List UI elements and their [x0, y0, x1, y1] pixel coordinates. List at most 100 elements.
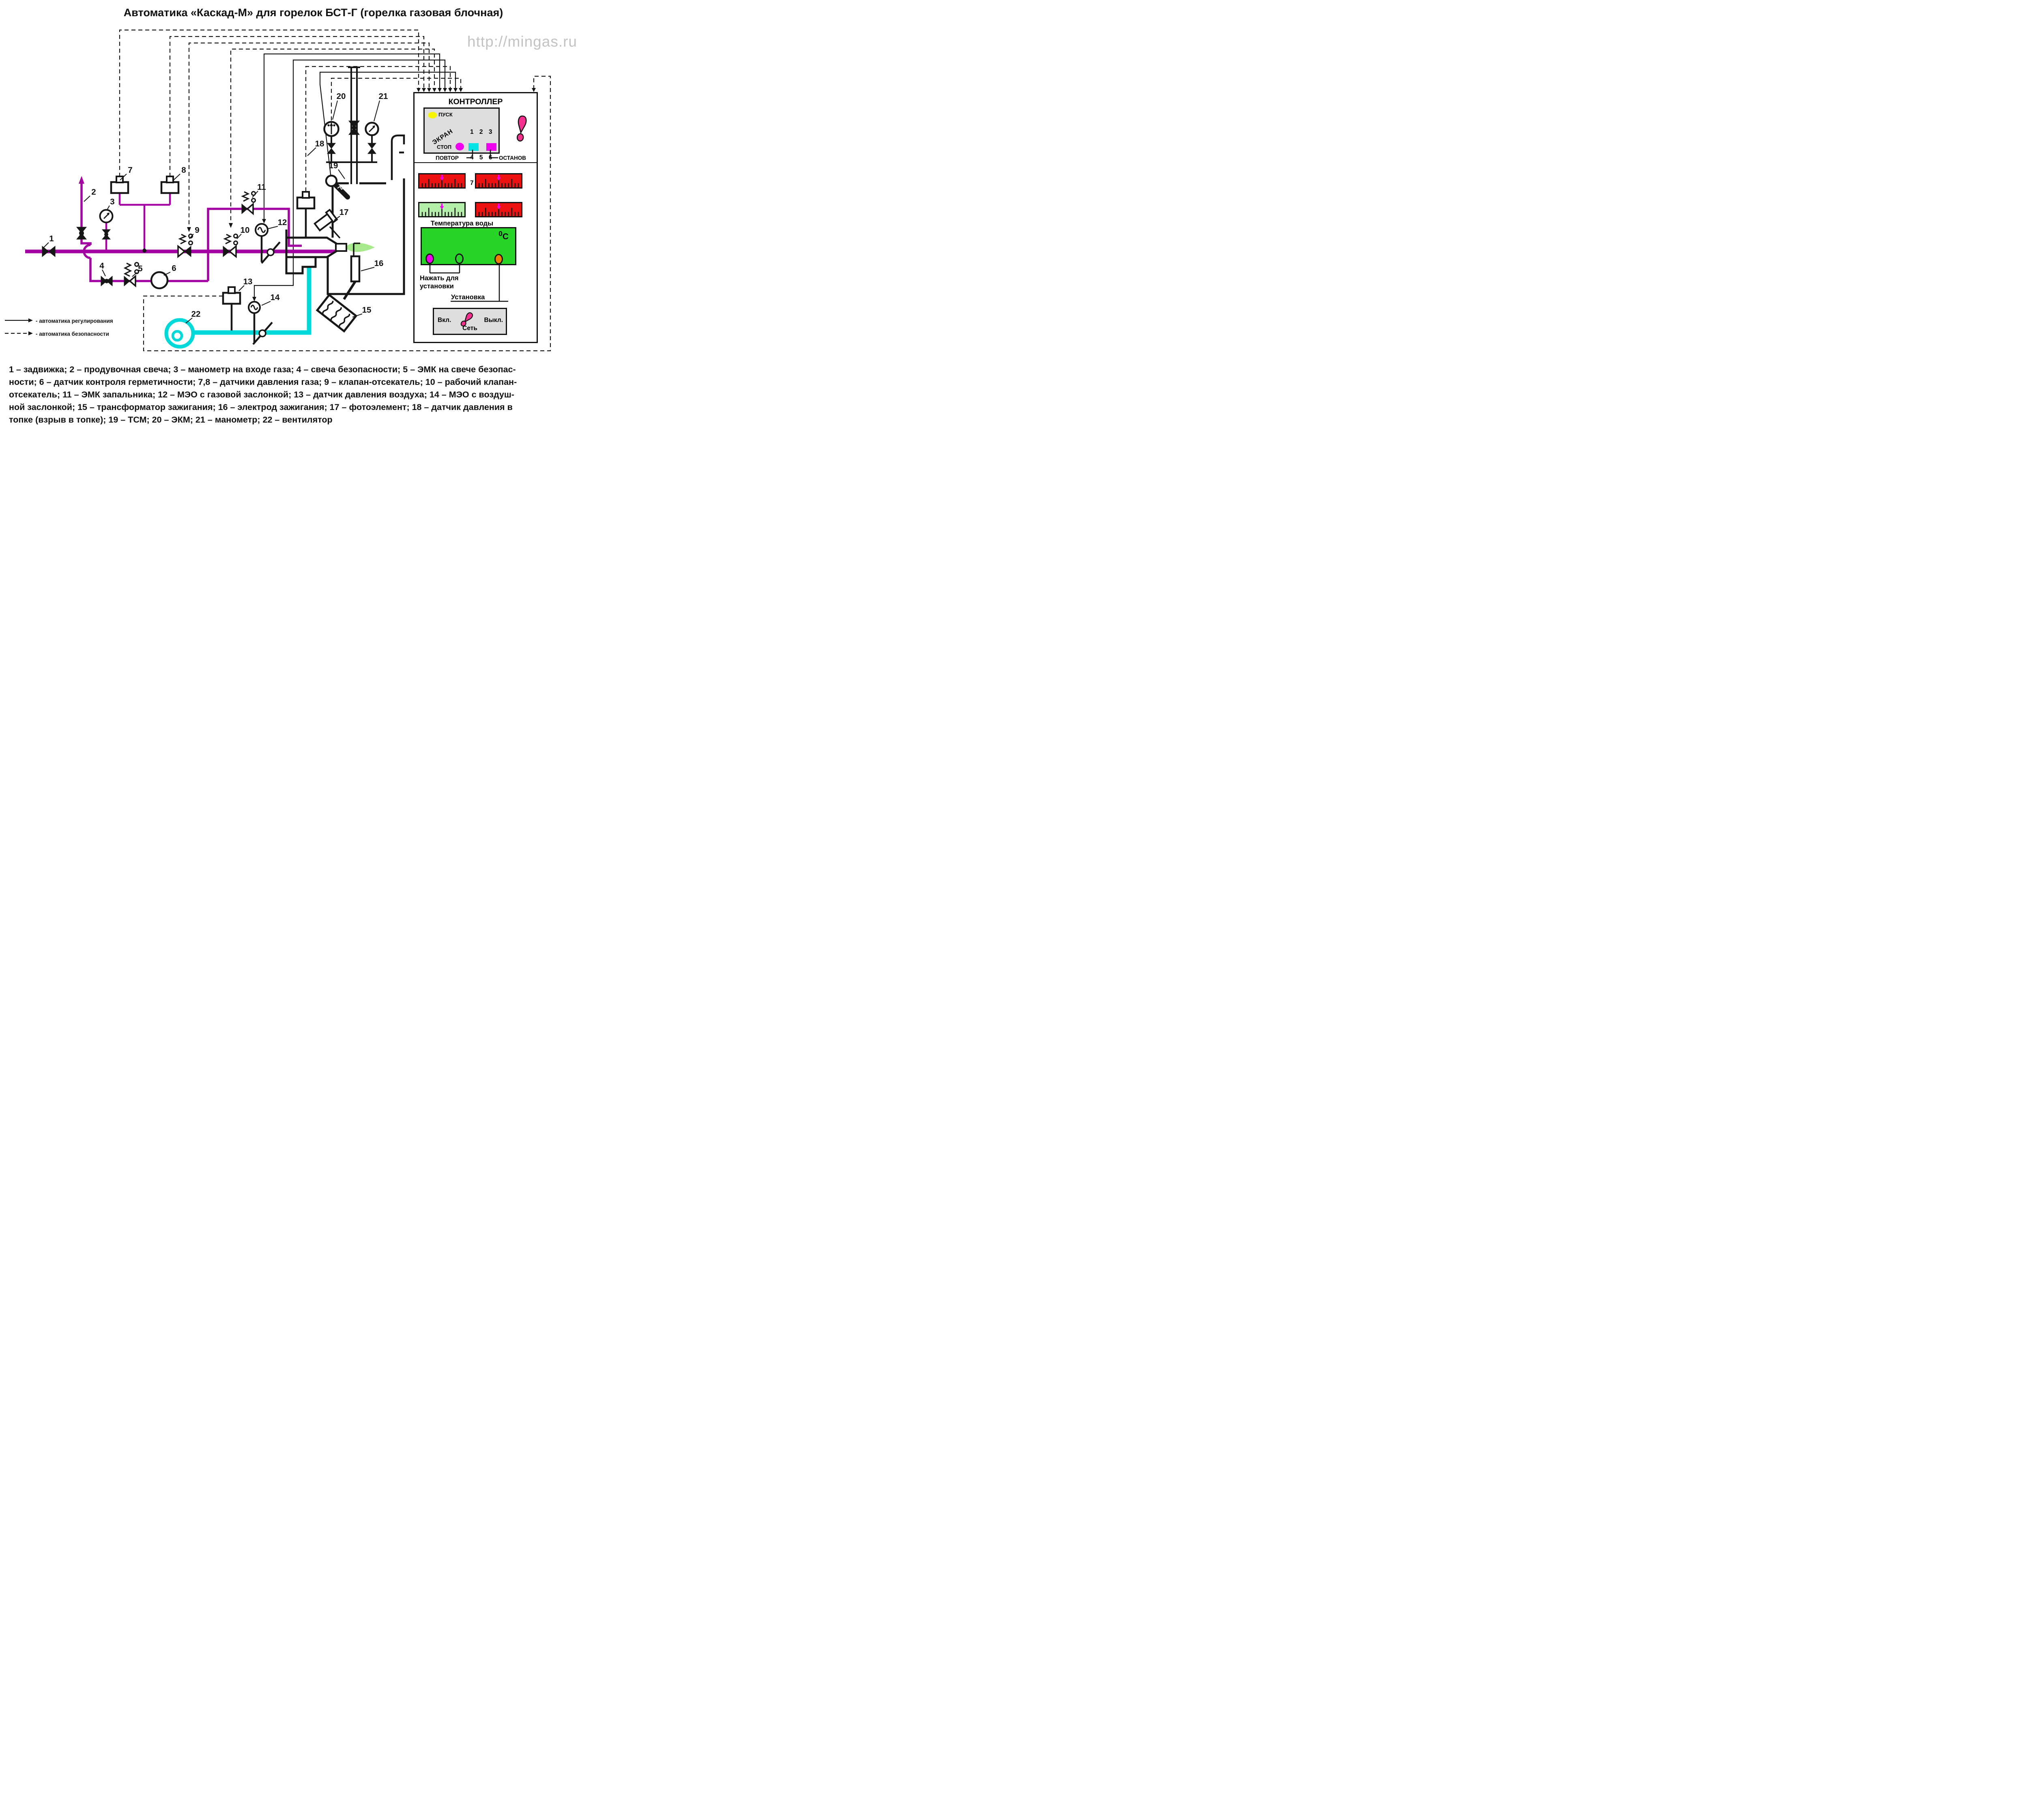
stop-label: СТОП — [437, 144, 452, 150]
component-label-13: 13 — [243, 277, 253, 286]
power-switch-box: Вкл. Выкл. Сеть — [433, 308, 507, 335]
watermark-url: http://mingas.ru — [467, 33, 578, 50]
press-hint: Нажать для установки — [420, 275, 459, 290]
burner-top — [286, 236, 337, 245]
tcm-19-thermometer — [325, 174, 350, 200]
component-label-19: 19 — [329, 161, 338, 170]
valve-riser-pipe — [348, 120, 360, 135]
water-temperature-title: Температура воды — [430, 220, 494, 227]
component-label-21: 21 — [379, 92, 388, 101]
safety-line-valve10 — [230, 48, 435, 227]
component-label-3: 3 — [110, 197, 114, 206]
gas-pressure-sensor-7 — [110, 181, 129, 194]
valve-10-working-shutoff — [223, 234, 238, 258]
panel-divider — [415, 162, 537, 163]
fan-eye — [171, 330, 183, 342]
sensors — [99, 176, 316, 331]
burner-nozzle — [335, 243, 347, 252]
furnace-right-bottom-wall — [327, 178, 405, 295]
air-damper-pivot — [258, 329, 266, 337]
description-line-3: отсекатель; 11 – ЭМК запальника; 12 – МЭ… — [9, 390, 514, 399]
component-label-10: 10 — [241, 225, 250, 235]
valve-under-manometer3 — [101, 229, 111, 240]
component-label-20: 20 — [337, 92, 346, 101]
burner-windbox — [285, 230, 317, 275]
water-outlet-pipe — [391, 134, 405, 180]
legend: - автоматика регулирования - автоматика … — [5, 318, 113, 337]
water-temperature-display: 0C — [421, 227, 516, 265]
stop-lamp — [455, 143, 464, 150]
indicator-air-pressure — [418, 202, 466, 217]
component-label-8: 8 — [181, 165, 186, 175]
safety-line-sensor18 — [305, 66, 451, 191]
setup-label: Установка — [451, 294, 485, 301]
photocell-17 — [314, 208, 341, 239]
indicator-gas-burner-pressure — [475, 173, 522, 189]
component-label-16: 16 — [374, 259, 384, 268]
safety-line-sensor13-loop — [143, 75, 551, 352]
component-label-4: 4 — [99, 261, 104, 270]
purge-and-safety-vent-line — [80, 182, 209, 282]
indicator-gas-duct-pressure — [475, 202, 522, 217]
arrow-to-meo12 — [262, 219, 266, 223]
component-label-18: 18 — [315, 139, 324, 148]
ignition-electrode-16 — [343, 243, 361, 300]
arrow-to-valve10 — [229, 223, 233, 228]
poster: Автоматика «Каскад-М» для горелок БСТ-Г … — [0, 0, 627, 441]
component-label-14: 14 — [271, 293, 280, 302]
component-label-7: 7 — [128, 165, 132, 175]
component-description: 1 – задвижка; 2 – продувочная свеча; 3 –… — [9, 363, 621, 426]
air-pressure-sensor-13 — [222, 292, 241, 305]
halt-label: ОСТАНОВ — [499, 155, 526, 161]
top-instruments — [323, 67, 379, 184]
component-label-2: 2 — [91, 187, 96, 197]
celsius-unit: 0C — [498, 230, 509, 241]
description-line-2: ности; 6 – датчик контроля герметичности… — [9, 377, 517, 387]
start-lamp — [428, 112, 437, 118]
digits-row-2: 4 5 6 — [470, 154, 494, 161]
valve-under-21 — [367, 143, 377, 154]
valve-under-20 — [327, 143, 336, 154]
start-label: ПУСК — [438, 112, 453, 118]
gas-pipes — [25, 182, 335, 282]
temp-button-hollow — [455, 253, 464, 264]
component-label-9: 9 — [195, 225, 199, 235]
indicator-furnace-pressure — [418, 173, 466, 189]
repeat-label: ПОВТОР — [436, 155, 459, 161]
controller-keypad: ПУСК ЭКРАН 1 2 3 4 5 6 7 8 9 0 СТОП — [423, 107, 500, 212]
gauge-details — [327, 122, 375, 128]
component-label-5: 5 — [138, 264, 142, 273]
safety-line-sensor8 — [169, 36, 425, 177]
power-off-label: Выкл. — [484, 317, 503, 324]
gas-pressure-sensor-8 — [160, 181, 180, 194]
regulation-line-meo12 — [263, 53, 440, 222]
component-labels: 1 2 3 4 5 6 7 8 9 10 11 12 13 14 15 16 1… — [49, 92, 388, 319]
repeat-button — [468, 143, 479, 151]
description-line-4: ной заслонкой; 15 – трансформатор зажига… — [9, 402, 513, 412]
legend-safety-label: - автоматика безопасности — [36, 331, 109, 337]
page-title: Автоматика «Каскад-М» для горелок БСТ-Г … — [123, 6, 503, 19]
pressure-sense-line — [118, 191, 171, 251]
component-label-22: 22 — [191, 309, 201, 319]
regulation-line-tcm19 — [319, 71, 456, 178]
digits-row-1: 1 2 3 — [470, 129, 494, 135]
component-label-6: 6 — [172, 264, 176, 273]
attention-icon — [516, 115, 527, 142]
component-label-12: 12 — [278, 218, 287, 227]
pilot-gas-line — [207, 208, 302, 250]
schematic-diagram: - автоматика регулирования - автоматика … — [5, 29, 551, 352]
pipe-junction-dot — [142, 249, 146, 253]
valves — [42, 120, 377, 288]
valve-2-purge — [76, 227, 87, 240]
valve-4-safety-vent — [101, 275, 113, 287]
valve-9-shutoff — [177, 234, 193, 258]
description-line-5: топке (взрыв в топке); 19 – ТСМ; 20 – ЭК… — [9, 415, 333, 425]
furnace-pressure-sensor-18 — [296, 196, 316, 210]
component-label-1: 1 — [49, 234, 54, 243]
gas-damper-pivot — [266, 248, 275, 256]
vent-arrow — [79, 176, 84, 184]
air-duct — [164, 267, 312, 349]
regulation-line-meo14 — [254, 59, 446, 297]
halt-button — [486, 143, 496, 151]
component-label-17: 17 — [339, 208, 349, 217]
